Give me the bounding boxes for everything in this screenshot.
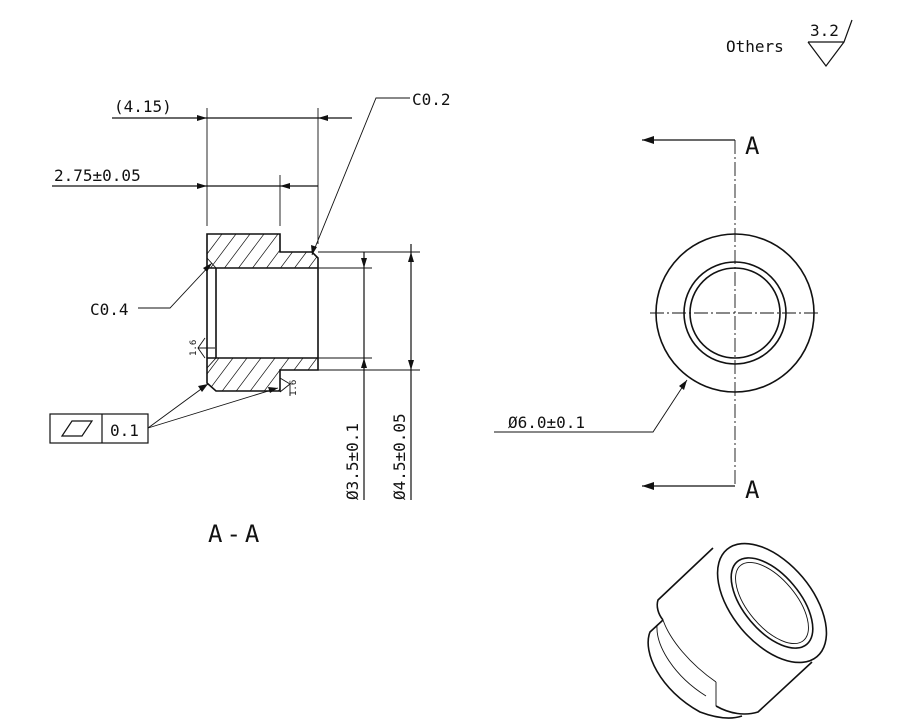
- section-label: A-A: [208, 520, 263, 548]
- end-view: A A Ø6.0±0.1: [494, 132, 820, 504]
- section-outline: [206, 233, 319, 392]
- svg-text:1.6: 1.6: [189, 340, 199, 356]
- surface-finish-symbol-inner: 1.6: [189, 337, 215, 359]
- svg-text:1.6: 1.6: [289, 380, 299, 396]
- cut-label-top: A: [745, 132, 760, 160]
- dim-outer-diameter: Ø6.0±0.1: [508, 413, 585, 432]
- dim-chamfer-outer: C0.2: [412, 90, 451, 109]
- roughness-symbol-icon: [807, 19, 853, 67]
- dim-step-diameter: Ø4.5±0.05: [390, 413, 409, 500]
- surface-roughness-note: Others 3.2: [726, 19, 853, 67]
- dim-step-length: 2.75±0.05: [54, 166, 141, 185]
- tolerance-frame: 0.1: [49, 383, 279, 444]
- roughness-others-label: Others: [726, 37, 784, 56]
- cut-label-bottom: A: [745, 476, 760, 504]
- cut-arrow-bottom-icon: [642, 482, 654, 490]
- surface-finish-symbol-face: 1.6: [279, 377, 299, 396]
- roughness-value: 3.2: [810, 21, 839, 40]
- tolerance-value: 0.1: [110, 421, 139, 440]
- dim-chamfer-inner: C0.4: [90, 300, 129, 319]
- section-hatch-top: [207, 234, 318, 268]
- section-view: Ø3.5±0.1 Ø4.5±0.05 (4.15) 2.75±0.05 C0.2…: [49, 90, 451, 548]
- dim-overall-length: (4.15): [114, 97, 172, 116]
- isometric-view: [647, 542, 828, 719]
- dim-bore-diameter: Ø3.5±0.1: [343, 423, 362, 500]
- cut-arrow-top-icon: [642, 136, 654, 144]
- flatness-icon: [60, 420, 94, 437]
